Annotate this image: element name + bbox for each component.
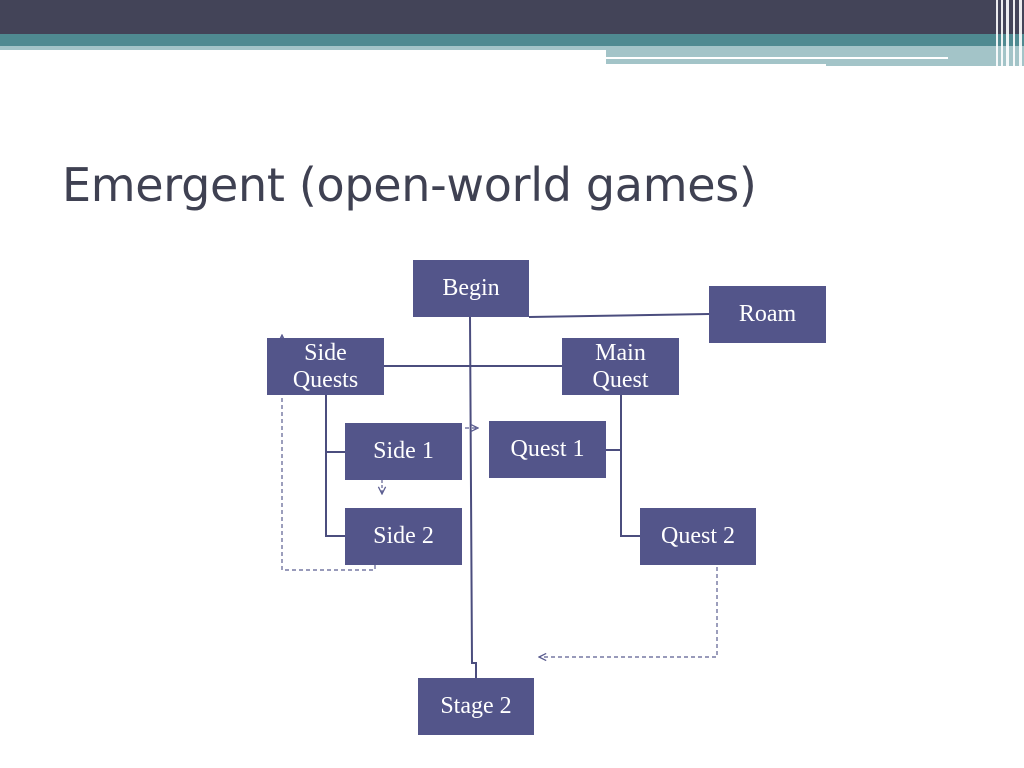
dashed-loop-side2-sidequests <box>282 335 376 571</box>
header-band-dark <box>0 0 1024 34</box>
node-label: Main Quest <box>592 339 649 393</box>
node-side-quests: Side Quests <box>267 338 384 395</box>
connector-sidequests-side2 <box>325 452 345 537</box>
node-stage-2: Stage 2 <box>418 678 534 735</box>
node-quest-2: Quest 2 <box>640 508 756 565</box>
node-label: Side 2 <box>373 523 434 549</box>
node-begin: Begin <box>413 260 529 317</box>
connector-main-quest1 <box>606 395 622 451</box>
header-stripes <box>994 0 1024 70</box>
node-label: Side 1 <box>373 438 434 464</box>
node-side-1: Side 1 <box>345 423 462 480</box>
header-accent-line <box>606 57 948 59</box>
header-band-right <box>606 46 1024 66</box>
connector-begin-stage2 <box>469 316 477 678</box>
node-label: Side Quests <box>292 339 359 393</box>
node-main-quest: Main Quest <box>562 338 679 395</box>
slide-title: Emergent (open-world games) <box>62 158 757 212</box>
header-accent-line <box>606 64 826 66</box>
node-label: Stage 2 <box>440 693 512 719</box>
connector-begin-roam <box>528 313 710 318</box>
node-label: Quest 2 <box>661 523 735 549</box>
node-roam: Roam <box>709 286 826 343</box>
node-quest-1: Quest 1 <box>489 421 606 478</box>
connector-main-quest2 <box>620 450 640 537</box>
node-label: Roam <box>738 301 797 327</box>
node-side-2: Side 2 <box>345 508 462 565</box>
header-band-teal <box>0 34 1024 46</box>
header-band-light <box>0 46 606 50</box>
node-label: Quest 1 <box>510 436 585 462</box>
connector-sidequests-side1 <box>325 395 345 453</box>
dashed-quest2-stage2 <box>539 567 718 657</box>
node-label: Begin <box>442 275 500 301</box>
